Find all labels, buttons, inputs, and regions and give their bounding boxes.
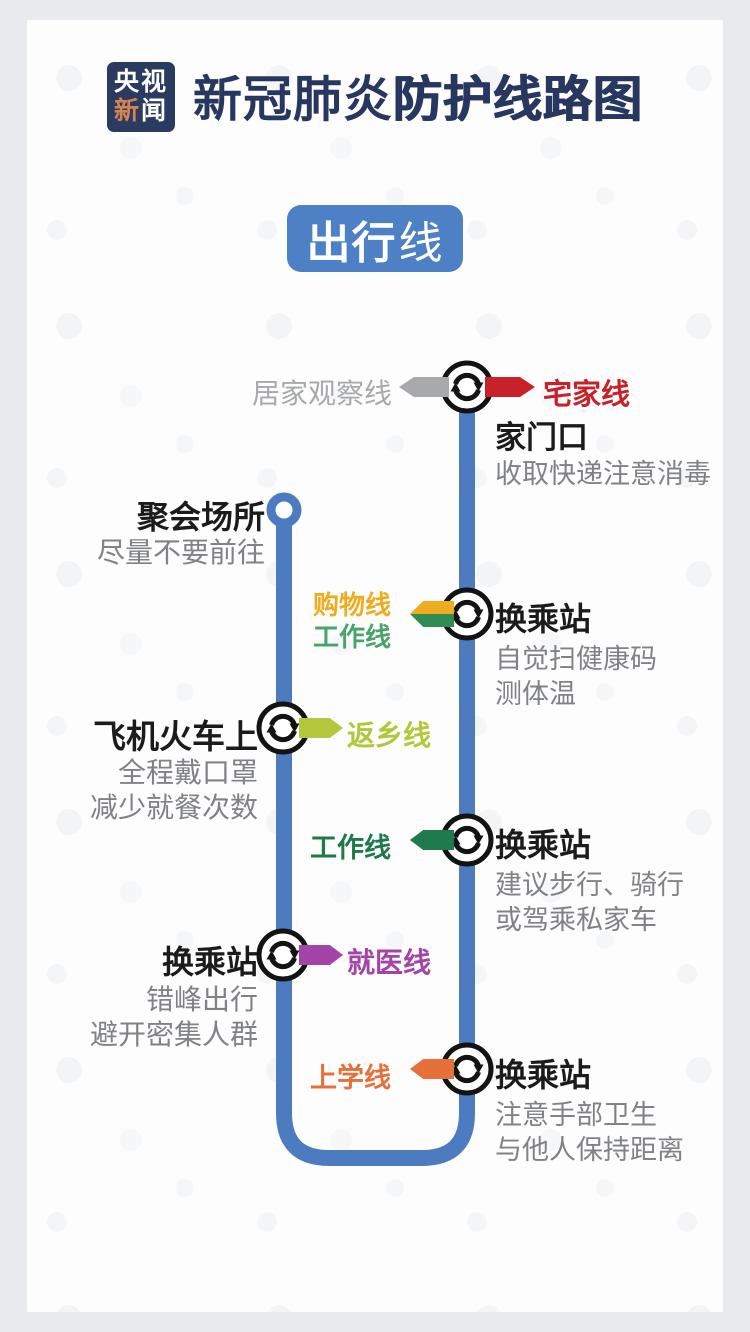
return-home-line-arrow (299, 718, 343, 738)
station-title-transfer-school: 换乘站 (495, 1057, 592, 1093)
page-title-regular: 新冠肺炎 (193, 73, 394, 127)
school-line-arrow (410, 1059, 454, 1079)
home-observation-line-arrow (399, 377, 449, 397)
route-path (276, 387, 475, 1166)
shopping-line-label: 购物线 (312, 590, 391, 620)
stay-home-line-label: 宅家线 (543, 379, 631, 411)
station-title-transfer-medical: 换乘站 (161, 944, 258, 980)
work-line-stripe (410, 614, 454, 627)
shopping-line-stripe (410, 601, 454, 614)
transfer-icon (440, 587, 494, 641)
logo-line2: 新闻 (114, 97, 168, 126)
work-line-arrow (410, 830, 454, 850)
station-title-gathering: 聚会场所 (136, 499, 265, 535)
logo-line1: 央视 (113, 68, 168, 96)
transfer-icon (440, 1042, 494, 1096)
work-line-upper-label: 工作线 (312, 622, 391, 652)
station-desc1-transfer-school: 注意手部卫生 (495, 1100, 657, 1130)
station-desc-home-door: 收取快递注意消毒 (495, 459, 711, 489)
stay-home-line-arrow (485, 377, 535, 397)
logo-char-xin: 新 (113, 97, 141, 125)
station-desc1-transfer-medical: 错峰出行 (145, 984, 258, 1015)
travel-line-badge: 出行线 (287, 205, 463, 272)
school-line-label: 上学线 (310, 1063, 391, 1093)
station-desc2-transfer-medical: 避开密集人群 (89, 1019, 258, 1050)
page-title: 新冠肺炎防护线路图 (193, 72, 643, 128)
station-desc1-transfer-work: 建议步行、骑行 (495, 870, 684, 900)
station-title-transfer-shop: 换乘站 (495, 601, 592, 637)
station-title-plane-train: 飞机火车上 (93, 718, 258, 755)
station-desc2-transfer-shop: 测体温 (495, 679, 576, 709)
logo-char-wen: 闻 (141, 97, 169, 125)
badge-main-text: 出行 (306, 218, 397, 268)
station-desc1-plane-train: 全程戴口罩 (117, 757, 258, 788)
station-circle-icon (266, 492, 302, 528)
medical-line-label: 就医线 (347, 947, 432, 978)
home-observation-line-label: 居家观察线 (251, 378, 392, 409)
station-desc2-transfer-school: 与他人保持距离 (495, 1135, 684, 1165)
station-title-home-door: 家门口 (495, 420, 588, 455)
station-desc1-transfer-shop: 自觉扫健康码 (495, 644, 657, 674)
medical-line-arrow (299, 945, 343, 965)
work-line-label: 工作线 (310, 833, 391, 863)
infographic-card: 央视 新闻 新冠肺炎防护线路图 出行线 (27, 20, 723, 1312)
shopping-work-line-arrow (410, 601, 454, 627)
transfer-icon (256, 701, 310, 755)
station-title-transfer-work: 换乘站 (495, 827, 592, 863)
station-desc2-plane-train: 减少就餐次数 (89, 792, 258, 823)
cctv-news-logo: 央视 新闻 (107, 62, 175, 132)
page-title-bold: 防护线路图 (393, 73, 644, 127)
route-line (266, 387, 475, 1166)
return-home-line-label: 返乡线 (347, 720, 432, 751)
station-desc2-transfer-work: 或驾乘私家车 (495, 905, 657, 935)
badge-suffix-text: 线 (398, 218, 444, 268)
station-desc-gathering: 尽量不要前往 (96, 537, 265, 568)
